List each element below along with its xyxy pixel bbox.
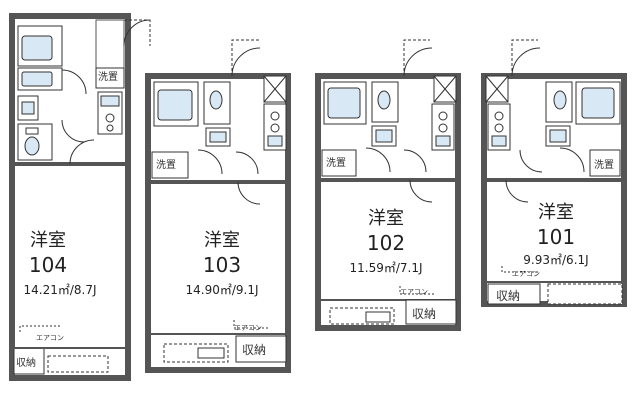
unit-103-laundry-space bbox=[151, 151, 189, 179]
unit-104-outer-wall bbox=[9, 13, 131, 381]
unit-102-area: 11.59㎡/7.1J bbox=[349, 261, 422, 275]
unit-102-outer-wall bbox=[315, 73, 461, 331]
unit-103-laundry-label: 洗置 bbox=[156, 159, 176, 171]
unit-101-number: 101 bbox=[537, 225, 575, 249]
unit-103 bbox=[145, 39, 291, 373]
unit-101-room-type: 洋室 bbox=[538, 202, 574, 223]
unit-104-laundry-space bbox=[95, 67, 125, 89]
unit-103-storage-label: 収納 bbox=[242, 343, 266, 357]
unit-104 bbox=[9, 13, 151, 381]
unit-101-storage bbox=[487, 283, 541, 305]
unit-104-room-type: 洋室 bbox=[30, 230, 66, 251]
unit-104-aircon-label: エアコン bbox=[36, 334, 64, 342]
unit-104-area: 14.21㎡/8.7J bbox=[23, 283, 96, 297]
unit-103-room-type: 洋室 bbox=[204, 230, 240, 251]
unit-103-aircon-label: エアコン bbox=[234, 324, 262, 332]
unit-104-laundry-label: 洗置 bbox=[98, 71, 118, 83]
unit-103-outer-wall bbox=[145, 73, 291, 373]
unit-102-number: 102 bbox=[367, 231, 405, 255]
unit-101 bbox=[481, 39, 627, 307]
unit-102-storage bbox=[405, 299, 457, 325]
unit-104-storage bbox=[13, 347, 45, 375]
unit-102 bbox=[315, 39, 461, 331]
unit-101-laundry-label: 洗置 bbox=[594, 159, 614, 171]
unit-104-storage-label: 収納 bbox=[16, 356, 36, 369]
unit-101-storage-label: 収納 bbox=[496, 289, 520, 303]
unit-102-storage-label: 収納 bbox=[412, 307, 436, 321]
unit-103-storage bbox=[235, 335, 287, 363]
unit-103-number: 103 bbox=[203, 253, 241, 277]
unit-103-area: 14.90㎡/9.1J bbox=[185, 283, 258, 297]
unit-104-number: 104 bbox=[29, 253, 67, 277]
unit-101-aircon-label: エアコン bbox=[512, 270, 540, 278]
unit-102-laundry-label: 洗置 bbox=[326, 157, 346, 169]
unit-101-laundry-space bbox=[589, 149, 621, 177]
unit-102-aircon-label: エアコン bbox=[400, 288, 428, 296]
unit-102-room-type: 洋室 bbox=[368, 208, 404, 229]
unit-102-laundry-space bbox=[321, 149, 357, 177]
unit-101-area: 9.93㎡/6.1J bbox=[523, 253, 588, 267]
